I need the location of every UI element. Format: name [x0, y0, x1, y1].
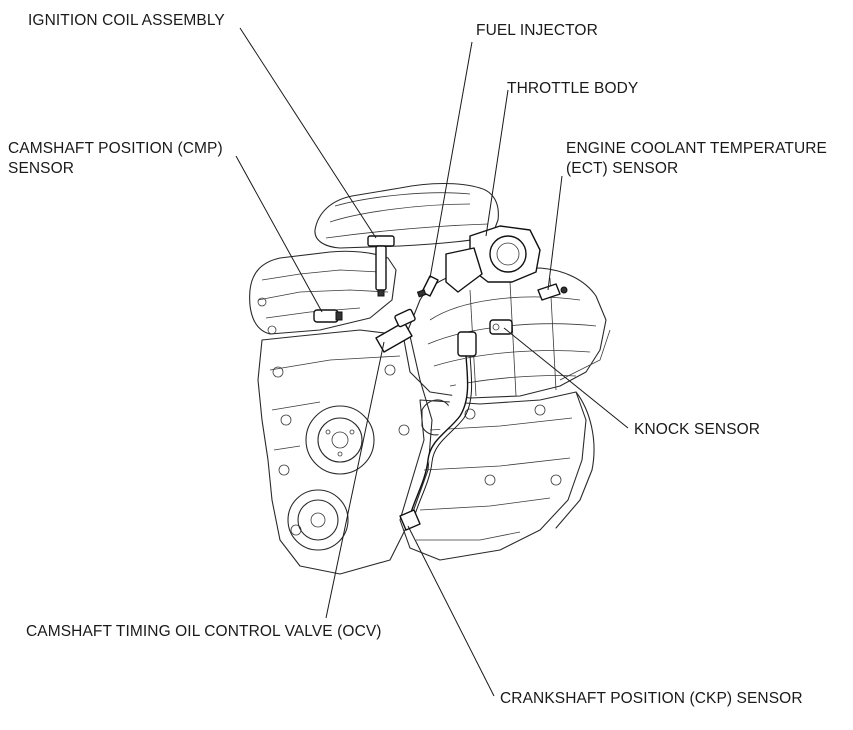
label-knock-sensor: KNOCK SENSOR [634, 421, 761, 438]
label-cmp-sensor-line2: SENSOR [8, 160, 75, 177]
ignition-coil-part [367, 235, 395, 297]
label-ignition-coil-assembly: IGNITION COIL ASSEMBLY [28, 12, 225, 29]
ckp-sensor-part [399, 331, 477, 531]
label-ect-sensor-line1: ENGINE COOLANT TEMPERATURE [566, 140, 827, 157]
cmp-sensor-part [313, 309, 343, 323]
label-ect-sensor-line2: (ECT) SENSOR [566, 160, 679, 177]
fuel-injector-part [416, 275, 439, 298]
throttle-body-part [445, 225, 541, 293]
label-cmp-sensor-line1: CAMSHAFT POSITION (CMP) [8, 140, 223, 157]
label-throttle-body: THROTTLE BODY [507, 80, 639, 97]
label-ckp-sensor: CRANKSHAFT POSITION (CKP) SENSOR [500, 690, 803, 707]
ocv-part [375, 308, 416, 353]
label-ocv: CAMSHAFT TIMING OIL CONTROL VALVE (OCV) [26, 623, 382, 640]
ect-sensor-part [537, 283, 568, 301]
label-fuel-injector: FUEL INJECTOR [476, 22, 598, 39]
engine-block [249, 182, 611, 575]
leader-lines [235, 27, 629, 697]
